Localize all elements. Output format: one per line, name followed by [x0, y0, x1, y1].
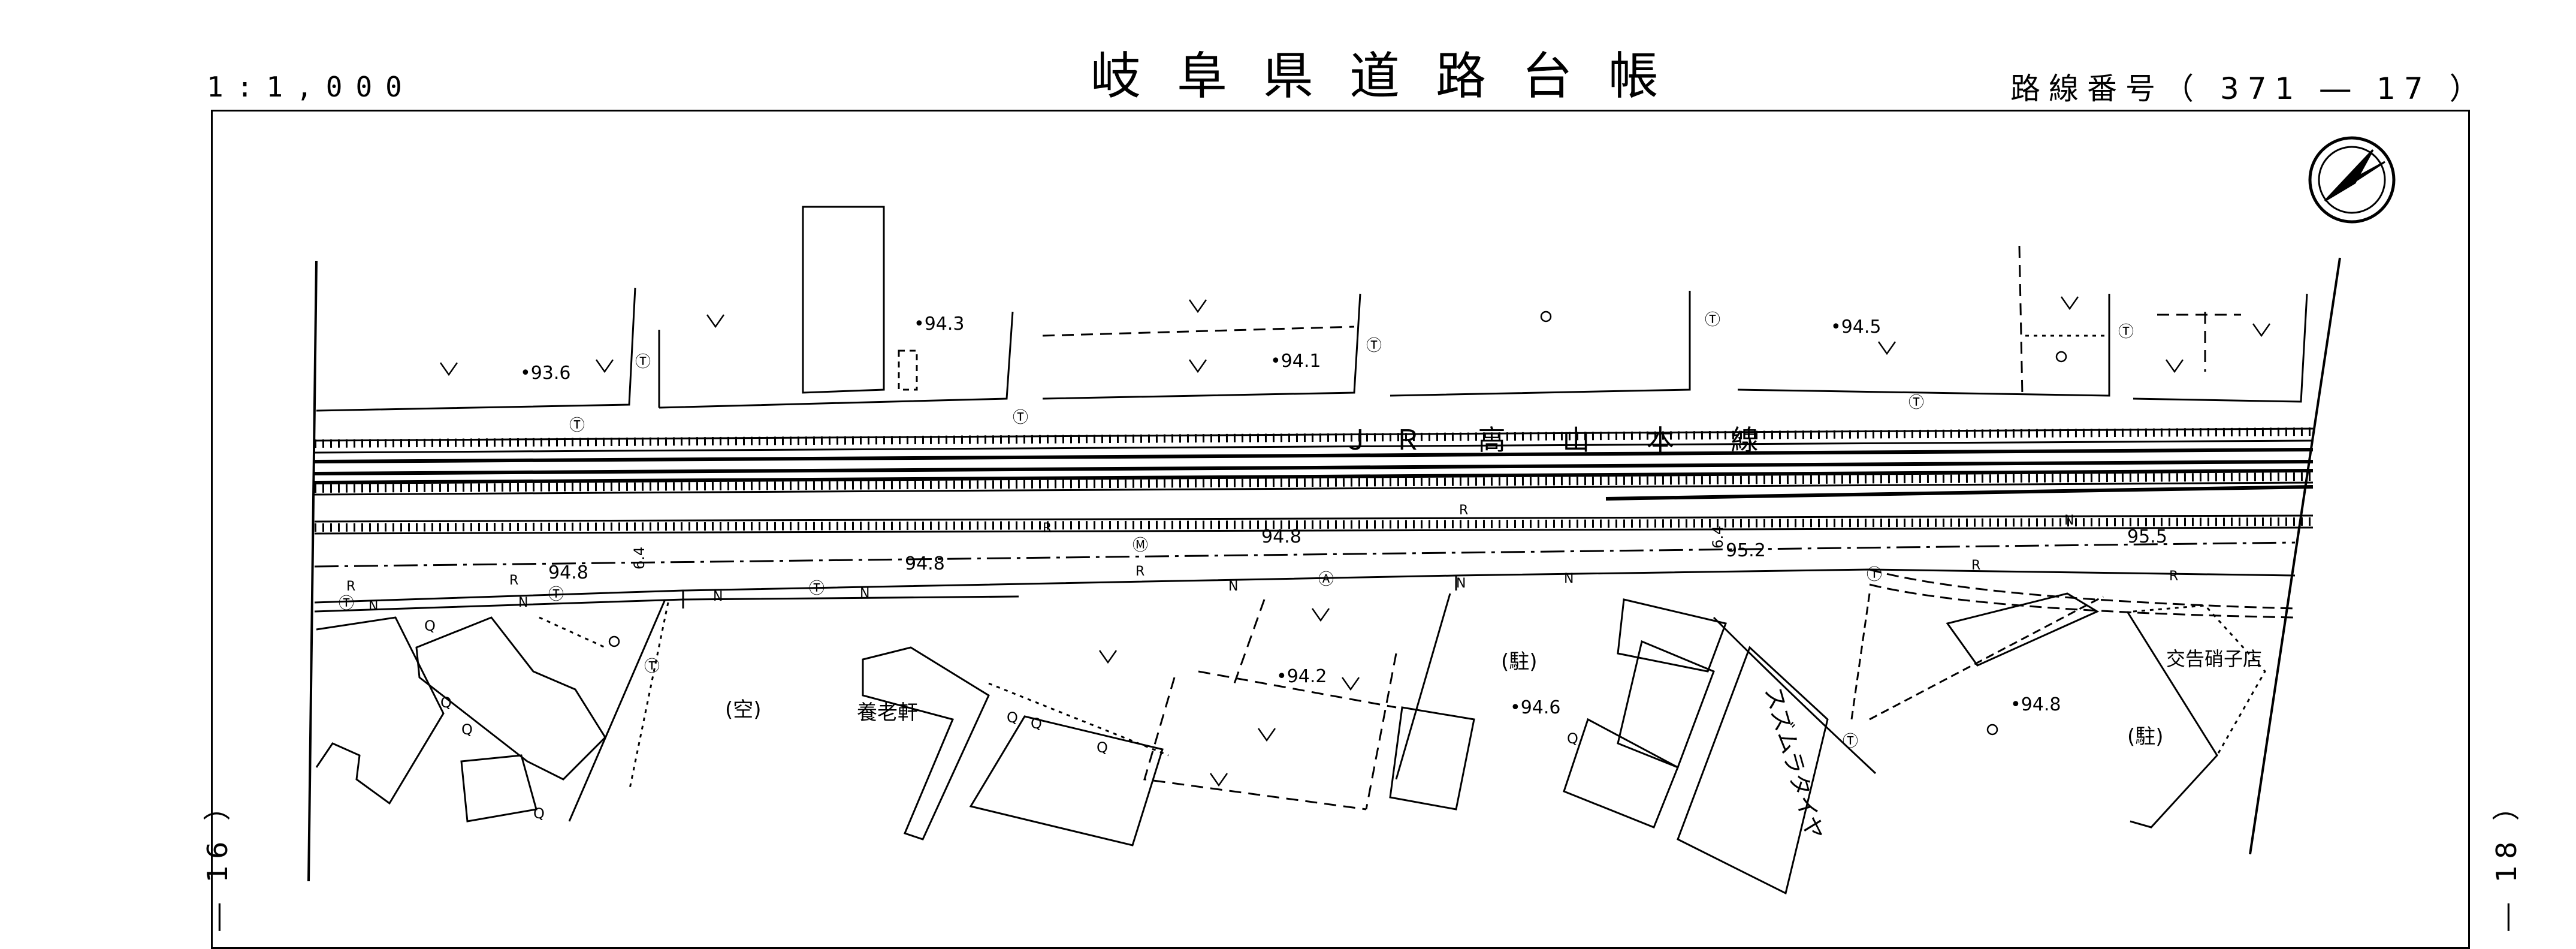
road-width-label: 6.4 [1710, 526, 1726, 549]
symbol-r-icon: R [2169, 569, 2178, 584]
telephone-pole-icon: Ⓣ [809, 580, 825, 598]
elevation-label: •94.6 [1510, 697, 1561, 718]
symbol-r-icon: R [1043, 521, 1052, 536]
telephone-pole-icon: Ⓣ [644, 658, 660, 676]
symbol-q-icon: Q [1097, 739, 1108, 756]
symbol-q-icon: Q [1567, 730, 1578, 747]
field-symbols [439, 296, 2271, 787]
telephone-pole-icon: Ⓣ [1843, 733, 1858, 751]
elevation-label: •94.1 [1270, 351, 1321, 372]
symbol-r-icon: R [1136, 564, 1144, 579]
symbol-q-icon: Q [440, 694, 452, 711]
page-title: 岐阜県道路台帳 [1091, 47, 1695, 106]
place-glass-shop: 交告硝子店 [2166, 647, 2262, 670]
elevation-label: 95.2 [1726, 540, 1766, 561]
symbol-a-icon: Ⓐ [1318, 571, 1334, 589]
north-arrow-icon [2308, 136, 2396, 224]
symbol-n-icon: N [1564, 571, 1574, 586]
symbol-n-icon: N [713, 589, 723, 604]
road-width-label: 6.4 [631, 547, 648, 570]
elevation-label: •94.3 [914, 314, 965, 335]
telephone-pole-icon: Ⓣ [2118, 323, 2134, 341]
telephone-pole-icon: Ⓣ [1908, 394, 1924, 412]
telephone-pole-icon: Ⓣ [548, 586, 564, 604]
telephone-pole-icon: Ⓣ [1867, 566, 1882, 584]
symbol-n-icon: N [518, 595, 528, 610]
elevation-label: •94.2 [1276, 666, 1327, 687]
railway [314, 427, 2314, 535]
elevation-label: 94.8 [548, 562, 588, 583]
symbol-q-icon: Q [424, 617, 436, 634]
place-yorouken: 養老軒 [857, 701, 918, 725]
elevation-label: •93.6 [520, 363, 571, 384]
elevation-label: 94.8 [905, 553, 945, 574]
elevation-label: •94.8 [2010, 694, 2061, 715]
place-parking: (駐) [1501, 650, 1538, 674]
elevation-label: •94.5 [1831, 317, 1882, 338]
route-number: 路線番号（ 371 ― 17 ） [2010, 71, 2488, 106]
symbol-n-icon: N [369, 599, 378, 614]
place-vacant: (空) [725, 698, 762, 722]
symbol-q-icon: Q [1031, 715, 1042, 732]
symbol-r-icon: R [1971, 558, 1980, 573]
telephone-pole-icon: Ⓣ [569, 417, 585, 435]
symbol-r-icon: R [346, 579, 355, 594]
symbol-n-icon: N [2064, 513, 2074, 528]
symbol-r-icon: R [509, 573, 518, 588]
symbol-m-icon: Ⓜ [1133, 537, 1148, 555]
telephone-pole-icon: Ⓣ [1013, 409, 1028, 427]
symbol-r-icon: R [1459, 503, 1468, 518]
telephone-pole-icon: Ⓣ [339, 595, 354, 613]
symbol-q-icon: Q [461, 721, 473, 738]
elevation-label: 94.8 [1261, 526, 1301, 547]
railway-label: ＪＲ 高 山 本 線 [1342, 424, 1783, 456]
symbol-n-icon: N [1228, 579, 1238, 594]
telephone-pole-icon: Ⓣ [635, 353, 651, 371]
symbol-q-icon: Q [533, 805, 545, 822]
symbol-n-icon: N [860, 586, 869, 601]
symbol-n-icon: N [1456, 576, 1466, 591]
symbol-q-icon: Q [1007, 709, 1018, 726]
scale-label: 1:1,000 [207, 71, 415, 103]
telephone-pole-icon: Ⓣ [1705, 311, 1720, 329]
place-parking: (駐) [2127, 725, 2164, 749]
elevation-label: 95.5 [2127, 526, 2167, 547]
telephone-pole-icon: Ⓣ [1366, 337, 1382, 355]
